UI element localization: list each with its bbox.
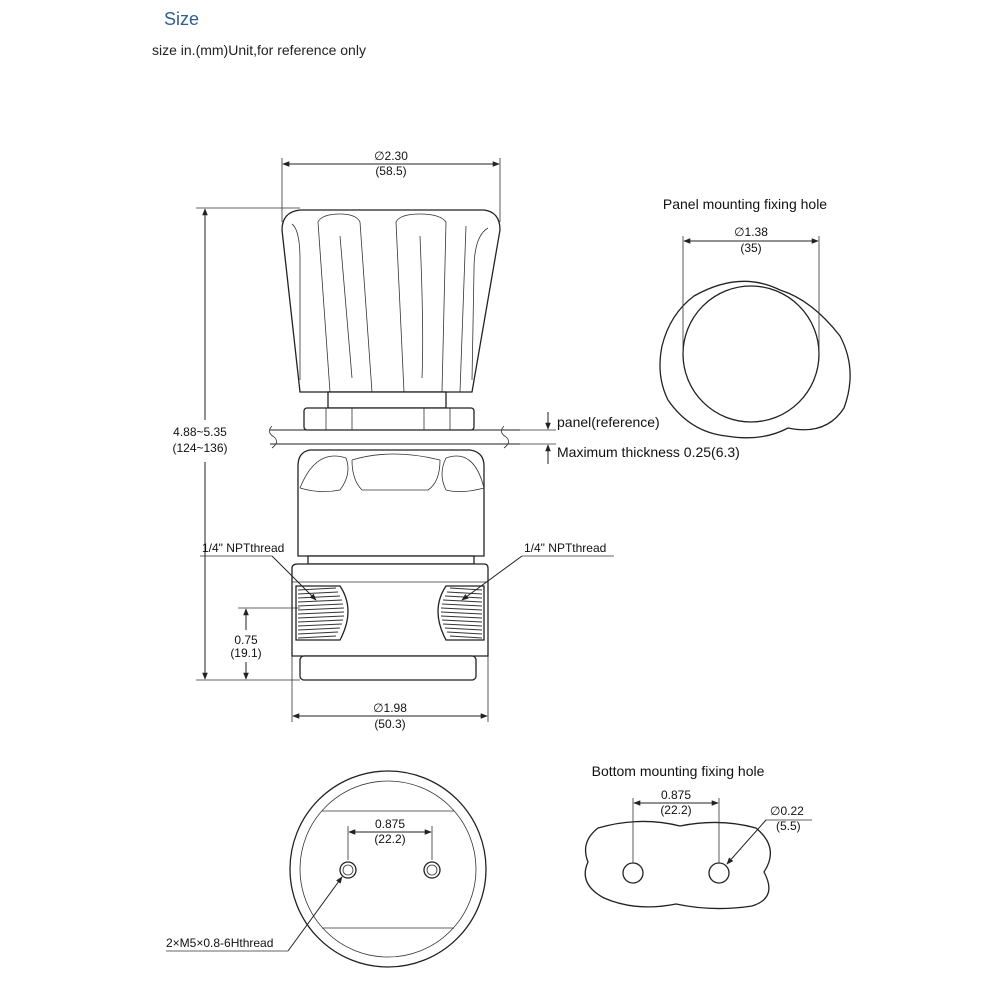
panel-hole-diameter-mm: (35) (740, 241, 761, 255)
right-port (437, 585, 485, 641)
port-height-in: 0.75 (234, 633, 258, 647)
bottom-mounting-hole-view: Bottom mounting fixing hole 0.875 (22.2)… (584, 763, 812, 910)
panel-reference (269, 425, 520, 449)
body-diameter-in: ∅1.98 (373, 701, 407, 715)
bottom-hole-title: Bottom mounting fixing hole (592, 763, 765, 779)
bottom-hole-spacing-in: 0.875 (661, 788, 691, 802)
port-height-mm: (19.1) (230, 646, 261, 660)
port-height-dimension: 0.75 (19.1) (222, 607, 300, 680)
overall-height-in: 4.88~5.35 (173, 425, 227, 439)
section-title: Size (164, 9, 200, 29)
left-thread-label: 1/4" NPTthread (202, 541, 284, 555)
bottom-spacing-in: 0.875 (375, 817, 405, 831)
knob-diameter-mm: (58.5) (375, 164, 406, 178)
panel-hole-diameter-in: ∅1.38 (734, 225, 768, 239)
side-view: ∅2.30 (58.5) 4.88~5.35 (124~136) panel(r… (160, 149, 740, 731)
right-thread-label: 1/4" NPTthread (524, 541, 606, 555)
thread-leaders: 1/4" NPTthread 1/4" NPTthread (200, 541, 614, 601)
bottom-hole-diameter-mm: (5.5) (776, 819, 801, 833)
panel-mounting-hole-view: Panel mounting fixing hole ∅1.38 (35) (659, 196, 851, 439)
overall-height-mm: (124~136) (172, 441, 227, 455)
max-thickness-label: Maximum thickness 0.25(6.3) (557, 444, 740, 460)
panel-thickness-dimension: panel(reference) Maximum thickness 0.25(… (520, 412, 740, 464)
panel-hole-title: Panel mounting fixing hole (663, 196, 827, 212)
bottom-thread-label: 2×M5×0.8-6Hthread (166, 936, 273, 950)
knob-diameter-dimension: ∅2.30 (58.5) (281, 149, 501, 222)
panel-nut (303, 407, 475, 431)
bottom-view: 0.875 (22.2) 2×M5×0.8-6Hthread (166, 770, 487, 968)
overall-height-dimension: 4.88~5.35 (124~136) (160, 207, 300, 681)
hex-body (297, 449, 485, 557)
unit-note: size in.(mm)Unit,for reference only (152, 42, 366, 58)
bottom-hole-spacing-mm: (22.2) (660, 803, 691, 817)
left-port (295, 585, 349, 641)
knob-handle (281, 209, 501, 409)
bottom-spacing-mm: (22.2) (374, 832, 405, 846)
panel-reference-label: panel(reference) (557, 414, 660, 430)
knob-diameter-in: ∅2.30 (374, 149, 408, 163)
body-diameter-mm: (50.3) (374, 717, 405, 731)
bottom-hole-diameter-in: ∅0.22 (770, 804, 804, 818)
body-diameter-dimension: ∅1.98 (50.3) (291, 656, 489, 731)
